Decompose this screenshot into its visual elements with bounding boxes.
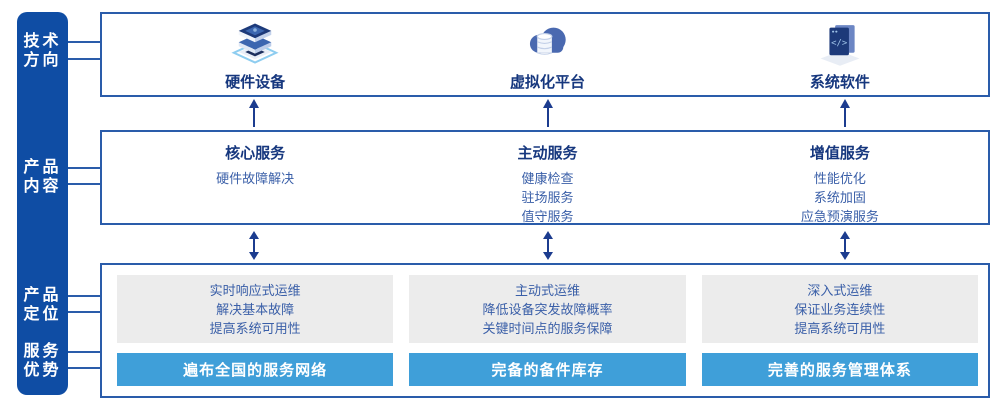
positioning-line: 主动式运维 (514, 282, 580, 298)
positioning-line: 保证业务连续性 (794, 301, 886, 317)
service-advantage-bar: 完善的服务管理体系 (701, 353, 978, 386)
service-advantage-bar: 完备的备件库存 (409, 353, 686, 386)
double-arrow-icon (840, 231, 850, 260)
positioning-line: 解决基本故障 (216, 301, 295, 317)
up-arrow-icon (543, 99, 553, 127)
tech-direction-box: 硬件设备 虚拟化平台 </> (100, 12, 990, 97)
connector-line (68, 351, 100, 353)
service-item: 性能优化 (813, 171, 866, 186)
tech-column-hardware: 硬件设备 (117, 18, 393, 95)
positioning-panel: 深入式运维 保证业务连续性 提高系统可用性 (701, 275, 978, 343)
content-column-proactive-service: 主动服务 健康检查 驻场服务 值守服务 (409, 142, 685, 226)
service-item: 应急预演服务 (800, 209, 879, 224)
positioning-panel: 主动式运维 降低设备突发故障概率 关键时间点的服务保障 (409, 275, 686, 343)
connector-line (68, 311, 100, 313)
sidebar-label-service-advantage: 服务 优势 (23, 343, 62, 379)
service-title: 核心服务 (225, 145, 286, 162)
service-item: 驻场服务 (521, 190, 574, 205)
positioning-line: 关键时间点的服务保障 (482, 320, 613, 336)
positioning-line: 实时响应式运维 (209, 282, 301, 298)
tech-label: 硬件设备 (225, 74, 286, 91)
tech-column-system-software: </> 系统软件 (702, 18, 978, 95)
positioning-column-1: 实时响应式运维 解决基本故障 提高系统可用性 遍布全国的服务网络 (117, 275, 394, 396)
connector-line (68, 183, 100, 185)
sidebar: 技术 方向 产品 内容 产品 定位 服务 优势 (17, 12, 68, 395)
cloud-database-icon (530, 27, 567, 55)
service-item: 值守服务 (521, 209, 574, 224)
connector-line (68, 367, 100, 369)
service-title: 主动服务 (517, 145, 578, 162)
positioning-line: 提高系统可用性 (794, 320, 886, 336)
positioning-line: 提高系统可用性 (209, 320, 301, 336)
svg-text:</>: </> (831, 38, 847, 48)
code-window-icon: </> (820, 25, 860, 66)
service-item: 硬件故障解决 (216, 171, 295, 186)
positioning-line: 降低设备突发故障概率 (482, 301, 613, 317)
double-arrow-icon (543, 231, 553, 260)
positioning-column-2: 主动式运维 降低设备突发故障概率 关键时间点的服务保障 完备的备件库存 (409, 275, 686, 396)
positioning-column-3: 深入式运维 保证业务连续性 提高系统可用性 完善的服务管理体系 (701, 275, 978, 396)
tech-column-virtualization: 虚拟化平台 (409, 18, 685, 95)
positioning-panel: 实时响应式运维 解决基本故障 提高系统可用性 (117, 275, 394, 343)
up-arrow-icon (840, 99, 850, 127)
tech-label: 虚拟化平台 (509, 74, 585, 91)
service-title: 增值服务 (809, 145, 870, 162)
service-item: 健康检查 (521, 171, 574, 186)
up-arrow-icon (249, 99, 259, 127)
product-content-box: 核心服务 硬件故障解决 主动服务 健康检查 驻场服务 值守服务 增值服务 性能优… (100, 130, 990, 225)
sidebar-label-product-content: 产品 内容 (23, 159, 62, 195)
service-advantage-bar: 遍布全国的服务网络 (117, 353, 394, 386)
server-stack-icon (231, 23, 279, 64)
connector-line (68, 295, 100, 297)
connector-line (68, 167, 100, 169)
product-positioning-box: 实时响应式运维 解决基本故障 提高系统可用性 遍布全国的服务网络 主动式运维 降… (100, 263, 990, 398)
content-column-value-added-service: 增值服务 性能优化 系统加固 应急预演服务 (702, 142, 978, 226)
positioning-line: 深入式运维 (807, 282, 873, 298)
double-arrow-icon (249, 231, 259, 260)
connector-line (68, 58, 100, 60)
content-column-core-service: 核心服务 硬件故障解决 (117, 142, 393, 226)
sidebar-label-tech-direction: 技术 方向 (23, 33, 62, 69)
service-item: 系统加固 (813, 190, 866, 205)
sidebar-label-product-positioning: 产品 定位 (23, 287, 62, 323)
tech-label: 系统软件 (809, 74, 870, 91)
connector-line (68, 41, 100, 43)
